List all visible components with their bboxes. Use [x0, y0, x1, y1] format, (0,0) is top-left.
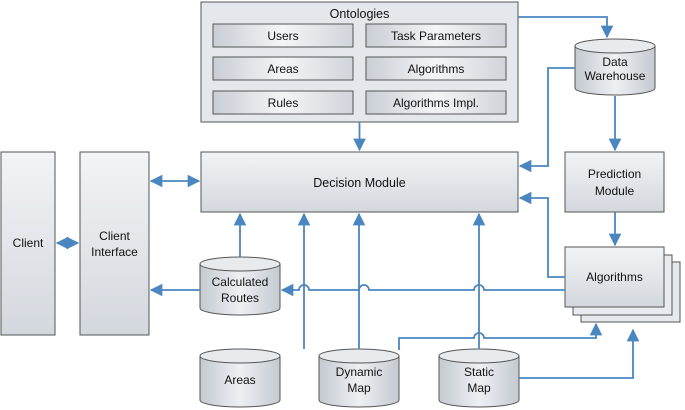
- client-box: Client: [0, 151, 56, 336]
- svg-text:Calculated: Calculated: [212, 275, 269, 289]
- svg-text:Map: Map: [467, 381, 491, 395]
- svg-text:Module: Module: [595, 184, 635, 198]
- arrow-warehouse-decision: [518, 67, 575, 173]
- svg-text:Client: Client: [99, 229, 130, 243]
- dynamic-map-cylinder: Dynamic Map: [318, 348, 400, 408]
- ontology-item-task-parameters: Task Parameters: [365, 23, 507, 48]
- ontology-item-rules: Rules: [212, 90, 354, 115]
- svg-text:Data: Data: [602, 55, 628, 69]
- svg-text:Interface: Interface: [91, 245, 138, 259]
- svg-text:Task Parameters: Task Parameters: [391, 29, 481, 43]
- svg-text:Algorithms: Algorithms: [408, 62, 465, 76]
- calculated-routes-cylinder: Calculated Routes: [199, 256, 281, 316]
- svg-text:Routes: Routes: [221, 291, 259, 305]
- arrow-algorithms-routes: [280, 283, 565, 297]
- ontology-item-areas: Areas: [212, 56, 354, 81]
- svg-text:Map: Map: [347, 381, 371, 395]
- connectors: [55, 16, 640, 379]
- client-interface-box: Client Interface: [79, 151, 150, 336]
- svg-text:Algorithms: Algorithms: [586, 270, 643, 284]
- svg-text:Prediction: Prediction: [588, 167, 641, 181]
- ontologies-panel: Ontologies Users Task Parameters Areas A…: [200, 1, 519, 123]
- decision-module-box: Decision Module: [200, 151, 519, 213]
- svg-text:Static: Static: [464, 365, 494, 379]
- ontologies-title: Ontologies: [330, 7, 390, 21]
- svg-text:Users: Users: [267, 29, 298, 43]
- static-map-cylinder: Static Map: [438, 348, 520, 408]
- ontology-item-algorithms: Algorithms: [365, 56, 507, 81]
- svg-text:Areas: Areas: [267, 62, 298, 76]
- arrow-algorithms-decision: [518, 191, 565, 278]
- algorithms-stack: Algorithms: [564, 246, 681, 323]
- ontology-item-users: Users: [212, 23, 354, 48]
- svg-text:Dynamic: Dynamic: [336, 365, 383, 379]
- svg-text:Warehouse: Warehouse: [585, 69, 646, 83]
- svg-text:Areas: Areas: [224, 373, 255, 387]
- data-warehouse-cylinder: Data Warehouse: [574, 38, 656, 96]
- svg-text:Client: Client: [13, 236, 44, 250]
- svg-text:Algorithms Impl.: Algorithms Impl.: [393, 96, 479, 110]
- arrow-ontologies-warehouse: [518, 16, 614, 39]
- arrow-staticmap-algorithms: [519, 328, 640, 379]
- areas-cylinder: Areas: [199, 348, 281, 408]
- ontology-item-algorithms-impl: Algorithms Impl.: [365, 90, 507, 115]
- arrow-dynamicmap-algorithms: [398, 322, 603, 350]
- prediction-module-box: Prediction Module: [564, 151, 665, 213]
- svg-text:Decision Module: Decision Module: [313, 176, 405, 190]
- svg-text:Rules: Rules: [268, 96, 299, 110]
